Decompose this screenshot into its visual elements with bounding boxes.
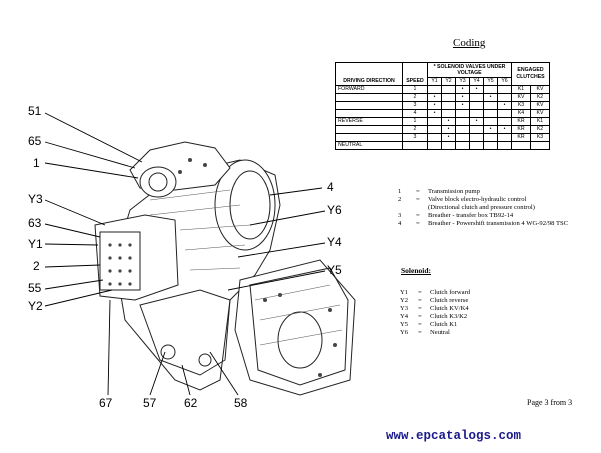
solenoid-eq: =	[418, 329, 422, 336]
coding-table: DRIVING DIRECTION SPEED * SOLENOID VALVE…	[335, 62, 550, 150]
solenoid-eq: =	[418, 289, 422, 296]
callout-57: 57	[143, 396, 157, 410]
solenoid-row: Y1 = Clutch forward	[400, 289, 470, 297]
callout-y5: Y5	[327, 263, 342, 277]
callout-y3: Y3	[28, 192, 43, 206]
solenoid-text: Clutch forward	[430, 289, 471, 296]
solenoid-text: Clutch K3/K2	[430, 313, 468, 320]
callout-y4: Y4	[327, 235, 342, 249]
footer-url[interactable]: www.epcatalogs.com	[386, 429, 522, 443]
legend-text: Breather - transfer box TB92-14	[428, 212, 514, 219]
solenoid-text: Clutch reverse	[430, 297, 469, 304]
page-number: Page 3 from 3	[527, 398, 573, 407]
legend-eq: =	[416, 212, 420, 219]
solenoid-key: Y2	[400, 297, 409, 304]
legend-row: 3 = Breather - transfer box TB92-14	[398, 212, 568, 220]
solenoid-row: Y3 = Clutch KV/K4	[400, 305, 470, 313]
solenoid-row: Y6 = Neutral	[400, 329, 470, 337]
solenoid-key: Y4	[400, 313, 409, 320]
solenoid-key: Y5	[400, 321, 409, 328]
callout-65: 65	[28, 134, 42, 148]
callout-67: 67	[99, 396, 113, 410]
solenoid-key: Y6	[400, 329, 409, 336]
solenoid-key: Y1	[400, 289, 409, 296]
callout-4: 4	[327, 180, 334, 194]
solenoid-eq: =	[418, 297, 422, 304]
solenoid-row: Y5 = Clutch K1	[400, 321, 470, 329]
solenoid-row: Y4 = Clutch K3/K2	[400, 313, 470, 321]
coding-title: Coding	[453, 37, 486, 49]
solenoid-row: Y2 = Clutch reverse	[400, 297, 470, 305]
legend-key: 2	[398, 196, 402, 203]
legend-text: Breather - Powershift transmission 4 WG-…	[428, 220, 569, 227]
solenoid-text: Clutch K1	[430, 321, 458, 328]
legend-key: 4	[398, 220, 402, 227]
legend-eq: =	[416, 188, 420, 195]
legend-key: 1	[398, 188, 402, 195]
solenoid-text: Neutral	[430, 329, 450, 336]
header-direction: DRIVING DIRECTION	[335, 62, 403, 86]
callout-2: 2	[33, 259, 40, 273]
callout-55: 55	[28, 281, 42, 295]
legend-eq: =	[416, 196, 420, 203]
header-speed: SPEED	[402, 62, 428, 86]
transfer-box	[234, 259, 356, 396]
legend-key: 3	[398, 212, 402, 219]
legend-text: (Directional clutch and pressure control…	[428, 204, 535, 211]
legend-row: (Directional clutch and pressure control…	[398, 204, 568, 212]
valve-block	[94, 214, 179, 301]
callout-58: 58	[234, 396, 248, 410]
solenoid-text: Clutch KV/K4	[430, 305, 469, 312]
callout-1: 1	[33, 156, 40, 170]
solenoid-eq: =	[418, 305, 422, 312]
solenoid-eq: =	[418, 321, 422, 328]
legend-text: Valve block electro-hydraulic control	[428, 196, 527, 203]
table-row: NEUTRAL	[335, 141, 550, 150]
legend-row: 4 = Breather - Powershift transmission 4 W…	[398, 220, 568, 228]
legend-row: 2 = Valve block electro-hydraulic control	[398, 196, 568, 204]
callout-62: 62	[184, 396, 198, 410]
solenoid-key: Y3	[400, 305, 409, 312]
table-header-row: DRIVING DIRECTION SPEED * SOLENOID VALVE…	[335, 62, 550, 86]
legend-row: 1 = Transmission pump	[398, 188, 568, 196]
callout-51: 51	[28, 104, 42, 118]
callout-63: 63	[28, 216, 42, 230]
callout-y6: Y6	[327, 203, 342, 217]
legend-text: Transmission pump	[428, 188, 480, 195]
callout-y2: Y2	[28, 299, 43, 313]
row-clutch-2	[530, 141, 550, 150]
legend-eq: =	[416, 220, 420, 227]
component-legend: 1 = Transmission pump 2 = Valve block electr…	[398, 188, 568, 228]
callout-y1: Y1	[28, 237, 43, 251]
solenoid-title: Solenoid:	[401, 266, 432, 275]
header-engaged: ENGAGED CLUTCHES	[511, 62, 550, 86]
solenoid-eq: =	[418, 313, 422, 320]
solenoid-legend: Y1 = Clutch forward Y2 = Clutch reverse Y3 = C…	[400, 289, 470, 337]
